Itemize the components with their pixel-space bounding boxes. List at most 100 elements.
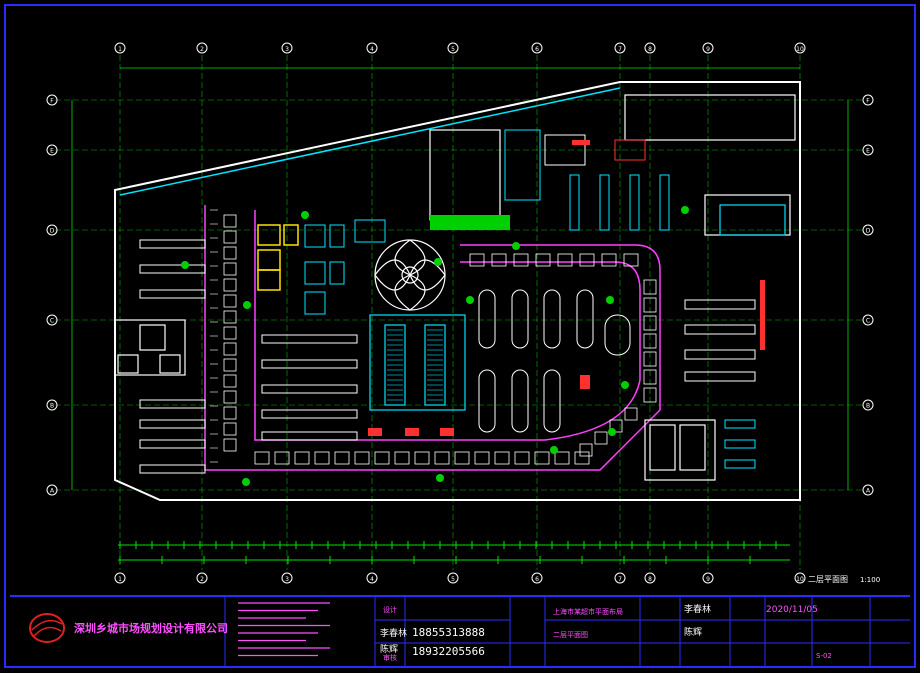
- scale-label: 1:100: [860, 576, 880, 584]
- axis-bubble-top: [196, 42, 208, 54]
- checkout-counter: [643, 351, 657, 367]
- axis-label-top: 10: [796, 46, 804, 53]
- checker-phone: 18932205566: [412, 645, 485, 658]
- shelf-unit: [629, 174, 640, 231]
- plant-symbol: [512, 242, 520, 250]
- plant-symbol: [550, 446, 558, 454]
- axis-bubble-top: [614, 42, 626, 54]
- shelving-top: [544, 134, 670, 231]
- grid-lines: [55, 55, 865, 570]
- axis-bubble-top: [447, 42, 459, 54]
- checkout-counter: [223, 230, 237, 244]
- island-display: [604, 314, 631, 356]
- checkout-counter: [223, 246, 237, 260]
- axis-bubble-bottom: [702, 572, 714, 584]
- project-name: 上海市某超市平面布局: [553, 607, 623, 616]
- shelf-unit: [261, 359, 358, 369]
- axis-bubble-right: [862, 314, 874, 326]
- axis-label-bottom: 10: [796, 576, 804, 583]
- axis-bubble-bottom: [196, 572, 208, 584]
- drawing-number: S-02: [816, 652, 832, 660]
- shelf-unit: [569, 174, 580, 231]
- rotunda-feature: [374, 239, 446, 311]
- shelf-unit: [139, 439, 206, 449]
- axis-bubble-left: [46, 144, 58, 156]
- checkout-counter: [643, 387, 657, 403]
- stair-core-east: [644, 204, 786, 481]
- shelf-unit: [724, 419, 756, 429]
- axis-label-bottom: 7: [618, 576, 622, 583]
- checkout-counter: [223, 438, 237, 452]
- axis-bubble-right: [862, 94, 874, 106]
- axis-bubble-right: [862, 399, 874, 411]
- drawing-border: [4, 4, 916, 668]
- axis-bubble-left: [46, 314, 58, 326]
- checkout-counter: [223, 406, 237, 420]
- checkout-counter: [314, 451, 330, 465]
- checkout-counter: [554, 451, 570, 465]
- checkout-counter: [579, 253, 595, 267]
- axis-label-bottom: 2: [200, 576, 204, 583]
- axis-bubble-left: [46, 224, 58, 236]
- shelf-unit: [684, 371, 756, 382]
- checkout-counter: [643, 333, 657, 349]
- axis-label-top: 4: [370, 46, 374, 53]
- axis-label-bottom: 8: [648, 576, 652, 583]
- promo-stands: [257, 224, 299, 291]
- checkout-counter: [469, 253, 485, 267]
- axis-bubble-right: [862, 484, 874, 496]
- shelf-unit: [544, 134, 586, 166]
- axis-bubble-bottom: [366, 572, 378, 584]
- shelf-unit: [684, 349, 756, 360]
- axis-label-top: 9: [706, 46, 710, 53]
- checkout-counter: [354, 451, 370, 465]
- shelf-unit: [599, 174, 610, 231]
- checkout-counter: [223, 390, 237, 404]
- island-display: [478, 369, 496, 433]
- drawing-name: 二层平面图: [553, 631, 588, 639]
- axis-label-top: 2: [200, 46, 204, 53]
- escalator-steps: [387, 329, 443, 401]
- plant-symbol: [608, 428, 616, 436]
- checkout-counter: [223, 374, 237, 388]
- axis-label-bottom: 5: [451, 576, 455, 583]
- axis-label-top: 3: [285, 46, 289, 53]
- checkout-counter: [535, 253, 551, 267]
- checkout-counter: [394, 451, 410, 465]
- axis-label-top: 6: [535, 46, 539, 53]
- axis-label-bottom: 3: [285, 576, 289, 583]
- axis-bubble-bottom: [447, 572, 459, 584]
- checker-name: 陈辉: [380, 643, 398, 655]
- axis-bubble-bottom: [794, 572, 806, 584]
- shelf-unit: [139, 239, 206, 249]
- company-name: 深圳乡城市场规划设计有限公司: [74, 621, 228, 635]
- axis-label-right: C: [866, 318, 870, 325]
- axis-label-top: 5: [451, 46, 455, 53]
- axis-label-left: C: [50, 318, 54, 325]
- plant-symbol: [434, 258, 442, 266]
- plant-symbol: [466, 296, 474, 304]
- escalator: [369, 314, 466, 411]
- floor-label: 二层平面图: [808, 575, 848, 584]
- axis-label-left: B: [50, 403, 54, 410]
- axis-label-right: A: [866, 488, 871, 495]
- checkout-counter: [374, 451, 390, 465]
- axis-label-right: E: [866, 148, 870, 155]
- island-displays: [478, 289, 631, 433]
- plant-symbol: [621, 381, 629, 389]
- axis-label-left: F: [50, 98, 54, 105]
- checkout-counter: [223, 422, 237, 436]
- island-display: [543, 289, 561, 349]
- island-display: [543, 369, 561, 433]
- checkout-counter: [223, 342, 237, 356]
- company-logo: [29, 613, 65, 643]
- island-display: [576, 289, 594, 349]
- axis-label-right: B: [866, 403, 870, 410]
- checkout-counter: [474, 451, 490, 465]
- checkout-counter: [513, 253, 529, 267]
- dimension-lines: [118, 541, 790, 564]
- designer-label: 设计: [383, 605, 397, 614]
- building-walls: [114, 81, 801, 501]
- axis-label-bottom: 6: [535, 576, 539, 583]
